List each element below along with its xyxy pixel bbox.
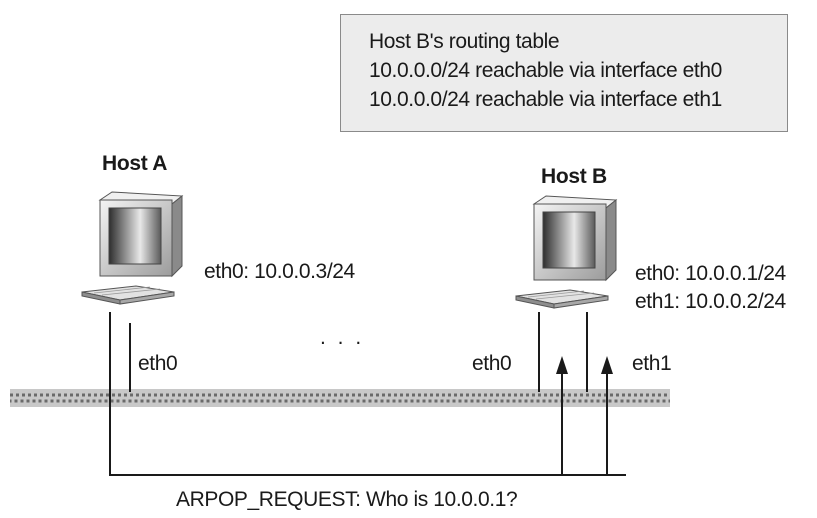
host-b-eth0-label: eth0 — [472, 352, 512, 375]
host-b-eth1-address-label: eth1: 10.0.0.2/24 — [635, 290, 786, 313]
host-b-eth0-address-label: eth0: 10.0.0.1/24 — [635, 262, 786, 285]
lan-segment — [10, 389, 670, 407]
routing-table-box: Host B's routing table 10.0.0.0/24 reach… — [340, 14, 788, 132]
ellipsis: . . . — [320, 326, 365, 349]
host-b-eth1-label: eth1 — [632, 352, 672, 375]
host-a-address-label: eth0: 10.0.0.3/24 — [204, 260, 355, 283]
arrow-up-icon — [556, 356, 568, 475]
routing-table-title: Host B's routing table — [369, 30, 560, 53]
computer-icon — [515, 195, 617, 309]
routing-table-route: 10.0.0.0/24 reachable via interface eth1 — [369, 88, 722, 111]
host-a-title: Host A — [102, 152, 168, 175]
host-b-title: Host B — [541, 165, 607, 188]
host-a-interface-label: eth0 — [138, 352, 178, 375]
arp-request-label: ARPOP_REQUEST: Who is 10.0.0.1? — [176, 488, 518, 511]
computer-icon — [81, 191, 183, 305]
arrow-up-icon — [601, 356, 613, 475]
routing-table-route: 10.0.0.0/24 reachable via interface eth0 — [369, 59, 722, 82]
